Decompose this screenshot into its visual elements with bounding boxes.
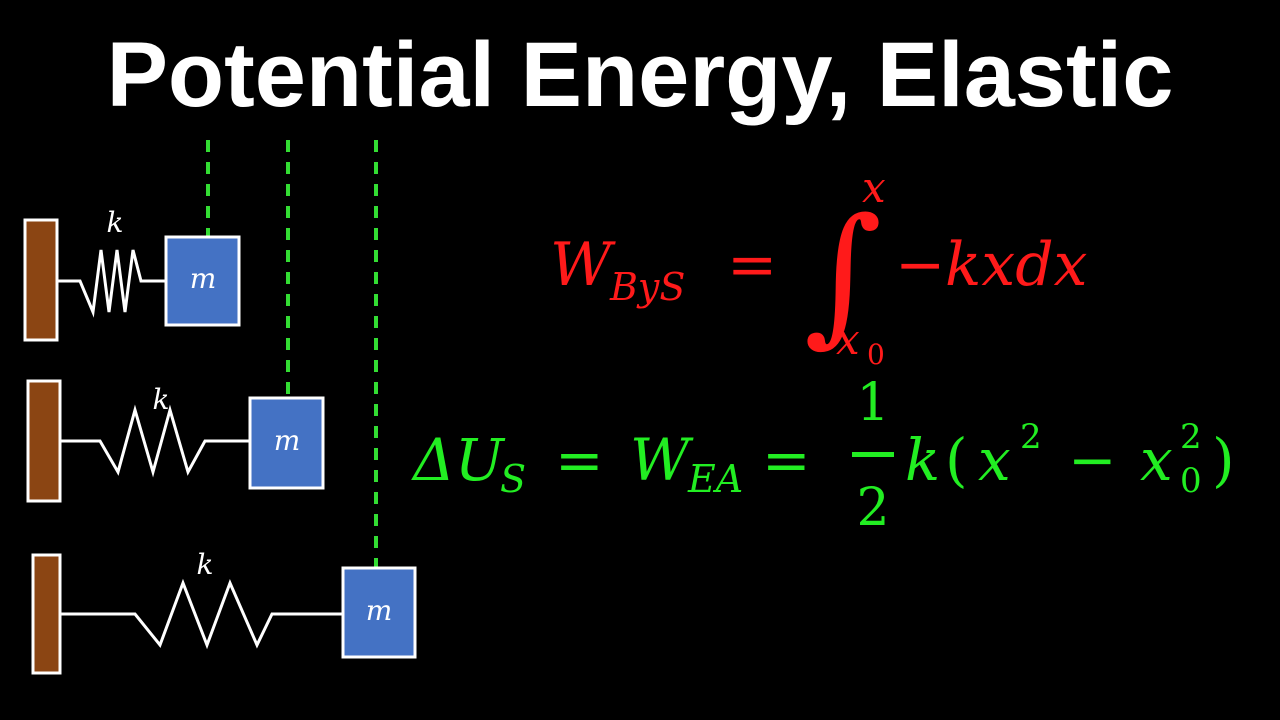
work-EA-subscript: EA	[687, 457, 743, 501]
integrand: kxdx	[945, 230, 1087, 300]
delta-U-subscript: S	[500, 457, 526, 501]
variable-x0: x	[1140, 426, 1173, 494]
mass-label-1: m	[190, 262, 217, 295]
integral-sign: ∫	[804, 187, 882, 361]
mass-label-2: m	[274, 424, 301, 457]
x0-exponent: 2	[1180, 417, 1202, 457]
spring-label-1: k	[107, 206, 124, 239]
spring-label-3: k	[197, 548, 214, 581]
mass-block-1	[164, 235, 241, 327]
wall-1	[23, 218, 59, 342]
fraction-bar	[852, 452, 894, 457]
minus-sign: −	[1068, 426, 1117, 494]
delta-U: ΔU	[411, 426, 506, 494]
equals-1: =	[555, 426, 604, 494]
spring-system-3: k m	[31, 548, 417, 675]
x-exponent: 2	[1020, 417, 1042, 457]
fraction-denominator: 2	[856, 478, 889, 538]
integrand-minus: −	[895, 230, 945, 300]
integral-lower-limit-subscript: 0	[867, 338, 885, 371]
wall-3	[31, 553, 62, 675]
mass-block-3	[341, 566, 417, 659]
spring-system-2: k m	[26, 379, 325, 503]
spring-label-2: k	[153, 383, 170, 416]
work-EA: W	[630, 426, 694, 494]
wall-2	[26, 379, 62, 503]
spring-system-1: k m	[23, 206, 241, 342]
work-equals: =	[727, 230, 777, 300]
x0-subscript: 0	[1180, 461, 1202, 501]
spring-1	[57, 249, 166, 318]
variable-x: x	[978, 426, 1011, 494]
mass-label-3: m	[366, 594, 393, 627]
mass-block-2	[248, 396, 325, 490]
left-paren: (	[945, 426, 968, 494]
right-paren: )	[1212, 426, 1235, 494]
integral-upper-limit: x	[862, 163, 886, 212]
fraction-numerator: 1	[856, 373, 889, 433]
work-W: W	[550, 230, 616, 300]
energy-equation: ΔU S = W EA = 1 2 k ( x 2 − x 2 0 )	[411, 373, 1235, 538]
equals-2: =	[762, 426, 811, 494]
spring-constant-k: k	[905, 426, 940, 494]
work-equation: W ByS = ∫ x x 0 − kxdx	[550, 163, 1087, 371]
page-title: Potential Energy, Elastic	[106, 24, 1174, 126]
work-W-subscript: ByS	[609, 265, 685, 309]
spring-3	[60, 578, 343, 650]
spring-2	[60, 404, 250, 478]
integral-lower-limit: x	[836, 315, 860, 364]
